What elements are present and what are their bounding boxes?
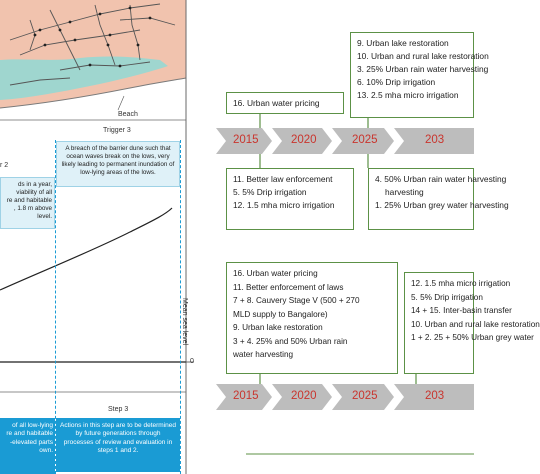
top-timeline-graphics	[216, 114, 474, 168]
bottom-box-2015-policies: 16. Urban water pricing 11. Better enfor…	[226, 262, 398, 374]
arrow-2015	[216, 128, 272, 154]
arrow-2025	[332, 128, 394, 154]
trigger2-label: r 2	[0, 162, 9, 169]
step3-description: Actions in this step are to be determine…	[56, 418, 180, 472]
top-year-2020: 2020	[291, 134, 317, 146]
bottom-year-2030: 203	[425, 390, 445, 402]
top-arrows	[216, 128, 474, 154]
top-year-2025: 2025	[352, 134, 378, 146]
bottom-year-2025: 2025	[352, 390, 378, 402]
box-2020-below: 11. Better law enforcement 5. 5% Drip ir…	[226, 168, 354, 230]
box-2015-policies: 16. Urban water pricing	[226, 92, 344, 114]
sea-area	[0, 78, 186, 120]
trigger2-description: ds in a year, viability of all re and ha…	[0, 177, 55, 229]
lagoon-area	[0, 56, 168, 100]
beach-label: Beach	[118, 111, 138, 118]
bottom-box-2030-policies: 12. 1.5 mha micro irrigation 5. 5% Drip …	[404, 272, 540, 374]
mean-sea-level-label: Mean sea level	[181, 298, 188, 346]
step2-description: of all low-lying re and habitable -eleva…	[0, 418, 55, 474]
bottom-timeline-graphics	[216, 374, 474, 455]
bottom-year-2015: 2015	[233, 390, 259, 402]
coastal-map	[0, 0, 194, 474]
sea-level-curve	[0, 207, 173, 291]
bottom-arrows	[216, 384, 474, 410]
b-arrow-2025	[332, 384, 394, 410]
top-year-2030: 203	[425, 134, 445, 146]
step3-label: Step 3	[108, 406, 129, 413]
zero-tick-label: 0	[190, 358, 194, 365]
box-2030-below: 4. 50% Urban rain water harvesting harve…	[368, 168, 509, 230]
trigger2-dashed-line	[55, 140, 56, 474]
b-arrow-2015	[216, 384, 272, 410]
top-year-2015: 2015	[233, 134, 259, 146]
b-arrow-2030	[394, 384, 474, 410]
arrow-2030	[394, 128, 474, 154]
trigger3-dashed-line	[180, 140, 181, 474]
trigger3-label: Trigger 3	[103, 127, 131, 134]
arrow-2020	[272, 128, 332, 154]
box-2025-policies: 9. Urban lake restoration 10. Urban and …	[350, 32, 489, 118]
bottom-year-2020: 2020	[291, 390, 317, 402]
road-network	[9, 3, 176, 86]
adaptation-pathway-figure: Beach Trigger 3 r 2 A breach of the barr…	[0, 0, 196, 474]
trigger3-description: A breach of the barrier dune such that o…	[56, 141, 180, 187]
policy-timeline-figure: 2015 2020 2025 203 16. Urban water prici…	[200, 0, 540, 474]
b-arrow-2020	[272, 384, 332, 410]
